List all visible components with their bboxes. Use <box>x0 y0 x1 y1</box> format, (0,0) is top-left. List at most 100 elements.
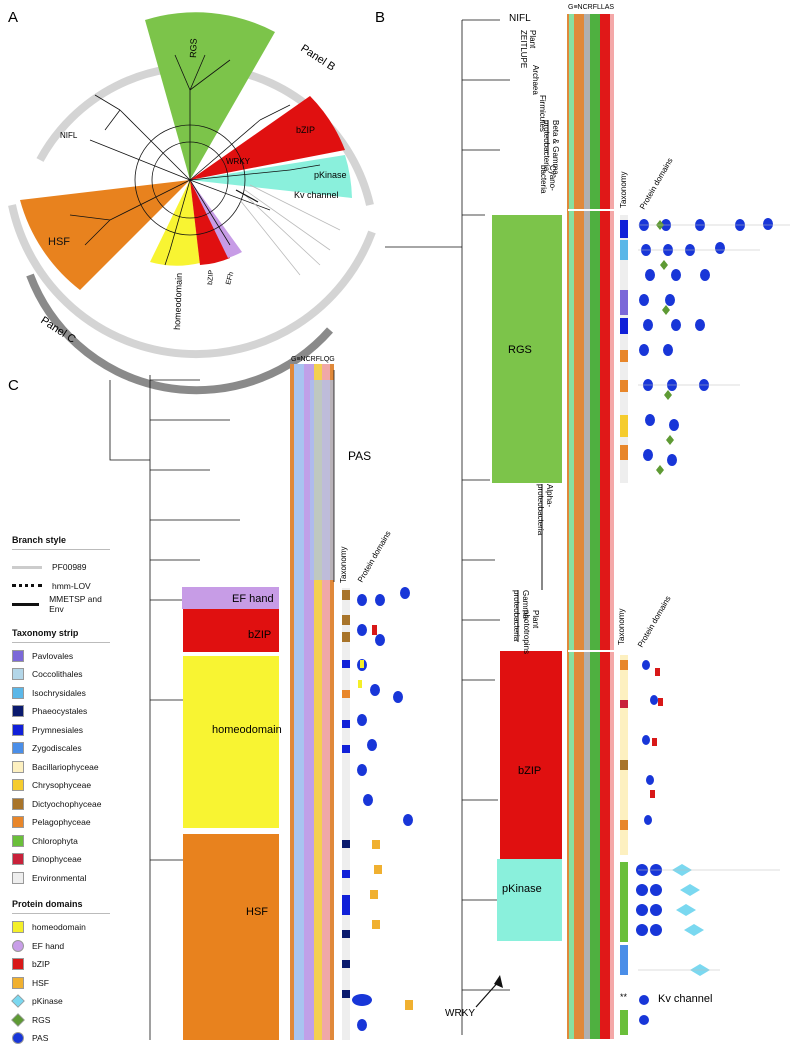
wrky-arrow-a <box>235 189 259 203</box>
legend-domain-row: homeodomain <box>12 918 112 937</box>
panel-c-arc <box>8 204 376 359</box>
label-pkinase-a: pKinase <box>314 170 347 180</box>
domains-header-b-top: Protein domains <box>638 156 675 211</box>
panel-a-letter: A <box>8 9 18 26</box>
label-archaea: Archaea <box>531 65 540 95</box>
diamond-rgs-icon <box>11 1012 25 1027</box>
label-nifl-a: NIFL <box>60 131 78 140</box>
domains-header-b: Protein domains <box>636 594 673 649</box>
taxonomy-strip-b <box>620 215 628 1035</box>
efh-wedge <box>190 180 242 258</box>
tree-b <box>461 19 520 1035</box>
hsf-wedge <box>20 180 190 290</box>
taxonomy-header-c: Taxonomy <box>339 547 348 583</box>
taxon-label: Phaeocystales <box>32 706 88 717</box>
label-bzip-a: bZIP <box>296 125 315 135</box>
legend-taxon-row: Dinophyceae <box>12 850 112 869</box>
taxon-label: Dinophyceae <box>32 854 82 865</box>
label-pkinase-b: pKinase <box>502 883 542 895</box>
taxon-swatch <box>12 853 24 866</box>
taxon-label: Pelagophyceae <box>32 817 91 828</box>
legend-branch-row: hmm-LOV <box>12 577 112 596</box>
legend-taxon-row: Dictyochophyceae <box>12 795 112 814</box>
rgs-block-b <box>492 215 562 483</box>
efhand-block-c <box>182 587 279 609</box>
square-homeodomain-icon <box>12 921 24 934</box>
domains-b <box>636 218 773 1025</box>
label-stars-b: ** <box>620 992 628 1002</box>
label-rgs-b: RGS <box>508 344 532 356</box>
legend-divider-3 <box>12 913 110 914</box>
label-nifl-b: NIFL <box>509 13 531 24</box>
legend-taxon-row: Pavlovales <box>12 647 112 666</box>
legend-taxon-row: Phaeocystales <box>12 702 112 721</box>
label-cyano: Cyano-bacteria <box>539 165 557 194</box>
domain-label: RGS <box>32 1014 51 1025</box>
taxon-swatch <box>12 834 24 847</box>
alignment-header-c: G≡NCRFLQG <box>291 356 335 363</box>
legend-divider-1 <box>12 549 110 550</box>
homeodomain-wedge <box>150 180 200 266</box>
label-hsf-a: HSF <box>48 236 70 248</box>
legend-taxon-row: Chlorophyta <box>12 832 112 851</box>
label-wrky-b: WRKY <box>445 1008 475 1019</box>
wrky-arrowhead-b <box>494 975 503 988</box>
panel-b-arc-label: Panel B <box>298 42 337 73</box>
branch-line-black <box>12 602 40 606</box>
legend-domain-row: HSF <box>12 974 112 993</box>
taxon-label: Prymnesiales <box>32 724 84 735</box>
legend-taxonomy-title: Taxonomy strip <box>12 627 79 638</box>
taxonomy-header-b: Taxonomy <box>617 609 626 645</box>
alignment-b <box>569 14 614 1039</box>
label-kv-b: Kv channel <box>658 993 712 1005</box>
circle-ef-hand-icon <box>12 939 24 952</box>
legend-taxon-row: Bacillariophyceae <box>12 758 112 777</box>
legend-branch-row: PF00989 <box>12 558 112 577</box>
legend-domain-row: PAS <box>12 1029 112 1048</box>
pkinase-block-b <box>497 859 562 941</box>
label-firmicutes: Firmicutes <box>538 95 547 132</box>
domains-header-c: Protein domains <box>356 529 393 584</box>
legend-taxon-row: Pelagophyceae <box>12 813 112 832</box>
legend-domain-row: RGS <box>11 1011 112 1030</box>
taxon-label: Pavlovales <box>32 650 74 661</box>
legend-taxon-row: Isochrysidales <box>12 684 112 703</box>
legend-domain-row: bZIP <box>12 955 112 974</box>
panel-c: C EF hand bZIP homeodomain HSF G≡NCRFLQG… <box>8 356 413 1040</box>
tree-c <box>109 375 240 1040</box>
label-gamma: Gamma-proteobacteria <box>512 590 530 642</box>
legend-taxon-row: Environmental <box>12 869 112 888</box>
label-rgs-a: RGS <box>188 38 199 58</box>
taxonomy-strip-c <box>342 588 350 1040</box>
domain-label: pKinase <box>32 996 63 1007</box>
bzip-wedge-b <box>190 180 230 265</box>
label-efhand-c: EF hand <box>232 593 274 605</box>
hsf-block-c <box>183 834 279 1040</box>
bzip-block-b <box>500 651 562 859</box>
legend-branch-label: hmm-LOV <box>52 580 91 591</box>
panel-c-letter: C <box>8 377 19 394</box>
taxon-label: Dictyochophyceae <box>32 798 102 809</box>
taxonomy-header-b-top: Taxonomy <box>619 172 628 208</box>
label-bzip-c: bZIP <box>248 629 271 641</box>
label-zeitlupe: PlantZEITLUPE <box>519 30 537 68</box>
legend-branch-label: PF00989 <box>52 562 87 573</box>
label-bzip-b: bZIP <box>518 765 541 777</box>
label-pas-c: PAS <box>348 449 371 463</box>
homeodomain-block-c <box>183 656 279 828</box>
taxon-label: Chlorophyta <box>32 835 78 846</box>
circle-pas-icon <box>12 1032 24 1045</box>
label-bzip2-a: bZIP <box>207 270 215 286</box>
taxon-swatch <box>12 686 24 699</box>
radial-tree <box>69 54 321 266</box>
pas-highlight-c <box>310 380 334 580</box>
legend-branch-label: MMETSP and Env <box>49 594 102 615</box>
radial-grey <box>239 184 341 276</box>
legend-divider-2 <box>12 641 110 643</box>
taxon-swatch <box>12 668 24 681</box>
label-hsf-c: HSF <box>246 906 268 918</box>
domain-label: homeodomain <box>32 922 86 933</box>
